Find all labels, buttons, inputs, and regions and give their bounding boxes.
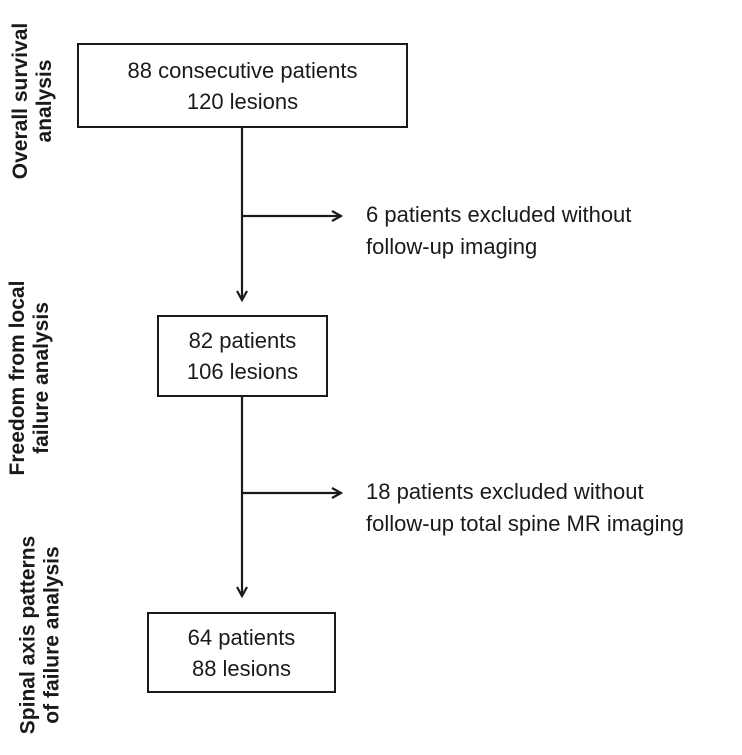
stage-1-box: 88 consecutive patients 120 lesions — [77, 43, 408, 128]
stage-3-box-line-2: 88 lesions — [191, 655, 292, 681]
stage-3-box: 64 patients 88 lesions — [147, 612, 336, 693]
exclusion-note-1: 6 patients excluded without follow-up im… — [366, 199, 631, 263]
stage-2-box: 82 patients 106 lesions — [157, 315, 328, 397]
stage-2-box-line-2: 106 lesions — [186, 359, 299, 384]
stage-3-box-line-1: 64 patients — [187, 624, 296, 650]
exclusion-note-2-line-2: follow-up total spine MR imaging — [366, 511, 684, 536]
exclusion-note-2-line-1: 18 patients excluded without — [366, 479, 644, 504]
exclusion-note-1-line-2: follow-up imaging — [366, 234, 538, 259]
exclusion-note-2: 18 patients excluded without follow-up t… — [366, 476, 684, 540]
stage-2-box-line-1: 82 patients — [188, 328, 297, 353]
stage-1-box-line-1: 88 consecutive patients — [127, 57, 358, 83]
stage-1-box-line-2: 120 lesions — [186, 88, 299, 114]
exclusion-note-1-line-1: 6 patients excluded without — [366, 202, 632, 227]
